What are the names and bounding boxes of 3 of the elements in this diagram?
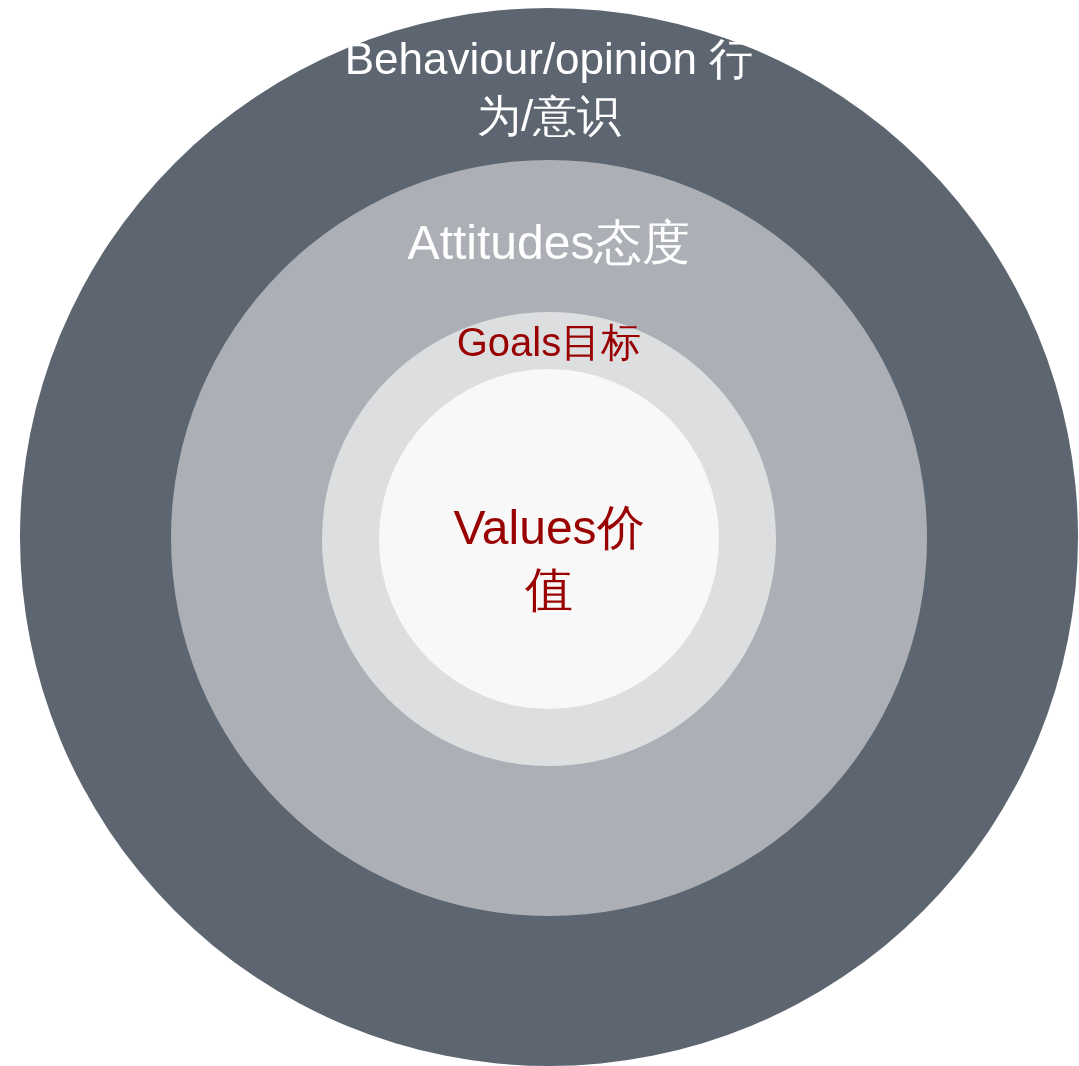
circle-label: Values价值	[452, 500, 646, 619]
circle-label: Goals目标	[455, 319, 643, 366]
circle-label: Attitudes态度	[406, 215, 692, 271]
